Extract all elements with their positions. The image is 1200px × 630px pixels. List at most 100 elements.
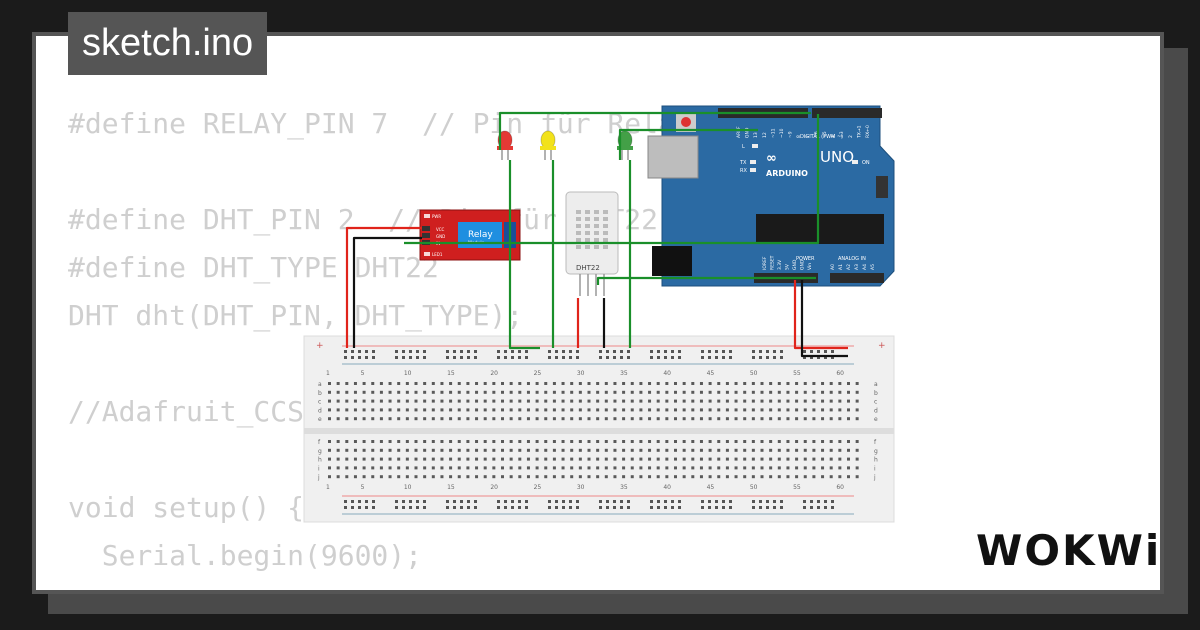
breadboard-hole [604,417,608,421]
breadboard-hole [630,382,634,385]
breadboard-hole [405,417,409,421]
breadboard-hole [561,440,565,443]
analog-pin-label: A3 [854,264,860,270]
breadboard-hole [604,399,608,403]
breadboard-hole [525,356,528,359]
breadboard-hole [760,475,764,479]
breadboard-hole [453,356,456,359]
breadboard-hole [650,506,653,509]
breadboard-hole [803,382,807,385]
breadboard-hole [525,350,528,353]
breadboard-hole [569,350,572,353]
breadboard-hole [606,500,609,503]
breadboard-hole [777,399,781,403]
breadboard-hole [371,466,375,470]
breadboard-hole [604,390,608,394]
breadboard-hole [664,356,667,359]
wire-green [498,111,812,150]
breadboard-hole [708,390,712,394]
breadboard-hole [810,350,813,353]
breadboard-hole [773,500,776,503]
breadboard-hole [371,408,375,412]
breadboard-hole [587,408,591,412]
breadboard-hole [829,466,833,470]
breadboard-hole [509,457,513,461]
breadboard-hole [729,350,732,353]
breadboard-hole [729,506,732,509]
dht22-label: DHT22 [576,264,600,272]
breadboard-hole [766,356,769,359]
breadboard-hole [555,500,558,503]
breadboard-hole [725,448,729,452]
breadboard-hole [795,408,799,412]
breadboard-hole [682,475,686,479]
breadboard-hole [570,382,574,385]
breadboard-hole [717,399,721,403]
dht22-vent [603,238,608,242]
breadboard-hole [596,440,600,443]
breadboard-hole [678,350,681,353]
breadboard-hole [466,466,470,470]
breadboard-hole [552,457,556,461]
breadboard-hole [570,440,574,443]
breadboard-hole [379,475,383,479]
relay-led-label: LED1 [432,252,443,257]
breadboard-hole [518,448,522,452]
breadboard-hole [526,417,530,421]
breadboard-hole [467,506,470,509]
row-letter: g [318,448,322,455]
breadboard-hole [440,457,444,461]
breadboard-hole [328,390,331,394]
breadboard-hole [699,399,703,403]
breadboard-hole [405,390,409,394]
breadboard-hole [497,356,500,359]
breadboard-hole [656,382,660,385]
breadboard-hole [691,399,695,403]
breadboard-hole [630,475,634,479]
breadboard-hole [466,448,470,452]
breadboard-hole [353,440,357,443]
breadboard-hole [457,390,461,394]
column-number: 15 [447,370,455,377]
breadboard-hole [780,506,783,509]
breadboard-hole [388,457,392,461]
breadboard-hole [665,417,669,421]
breadboard-hole [795,440,799,443]
breadboard-hole [829,408,833,412]
breadboard-hole [656,440,660,443]
breadboard-hole [492,399,496,403]
breadboard-hole [372,500,375,503]
breadboard-hole [544,390,548,394]
dht22-vent [576,210,581,214]
breadboard-hole [552,399,556,403]
file-title-tab[interactable]: sketch.ino [68,12,268,75]
breadboard-hole [743,390,747,394]
breadboard-hole [734,390,738,394]
breadboard-hole [345,382,349,385]
breadboard-hole [328,408,331,412]
breadboard-hole [353,390,357,394]
breadboard-hole [483,382,487,385]
breadboard-hole [345,475,349,479]
dht22-vent [576,224,581,228]
breadboard-hole [604,408,608,412]
breadboard-hole [379,408,383,412]
breadboard-hole [596,390,600,394]
breadboard-hole [766,506,769,509]
breadboard-hole [717,382,721,385]
breadboard-hole [351,500,354,503]
breadboard-hole [576,506,579,509]
column-number: 30 [577,484,585,491]
analog-pin-label: A0 [830,264,836,270]
breadboard-hole [777,475,781,479]
breadboard-hole [544,457,548,461]
icsp-header [876,176,888,198]
breadboard-hole [769,417,773,421]
breadboard-hole [838,399,842,403]
breadboard-hole [838,390,842,394]
breadboard-hole [855,440,859,443]
breadboard-hole [786,399,790,403]
breadboard-hole [821,466,825,470]
header-pin-label: ~6 [813,131,819,138]
breadboard-hole [847,417,850,421]
